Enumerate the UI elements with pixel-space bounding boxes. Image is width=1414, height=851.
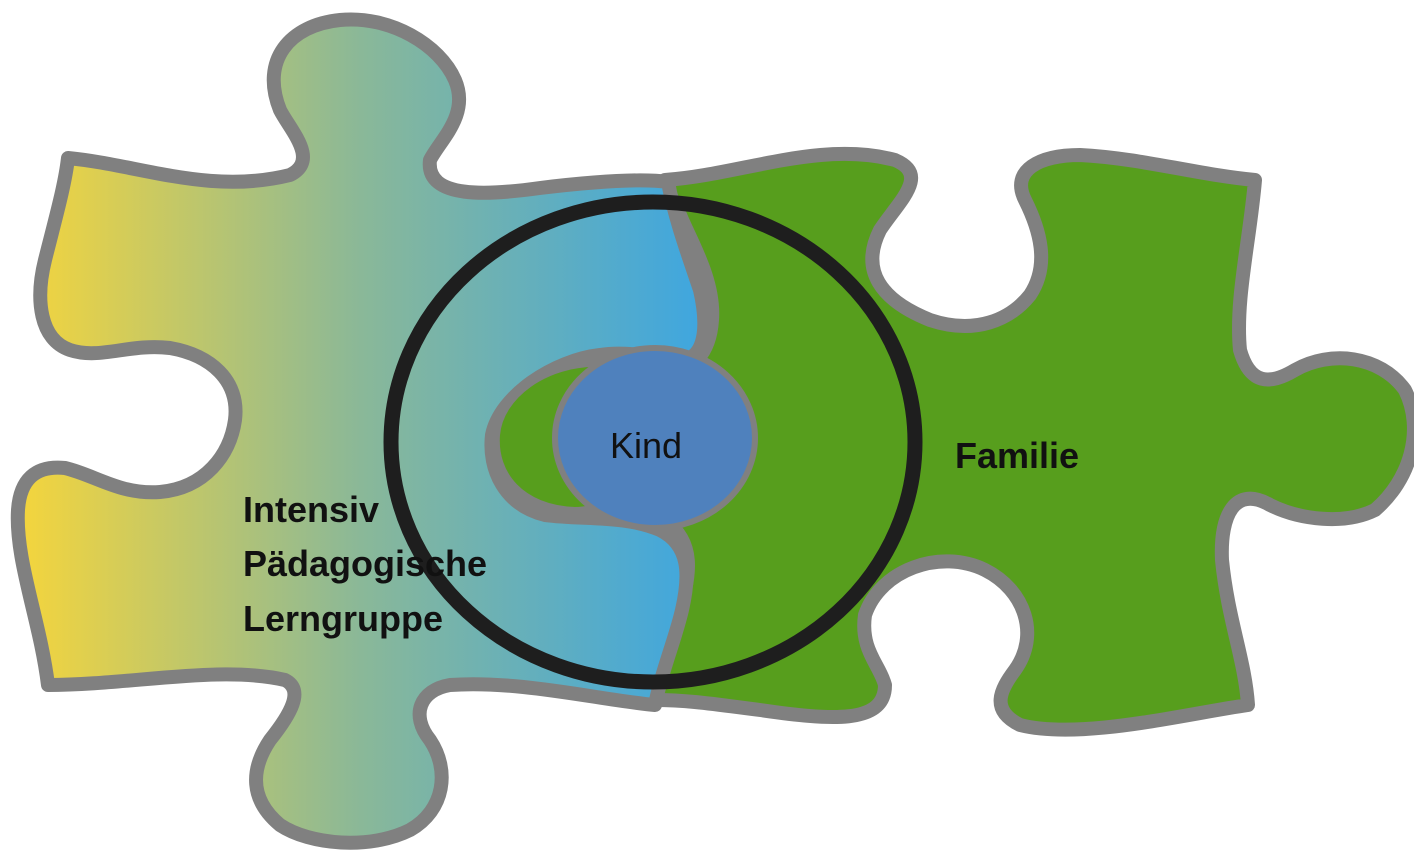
outer-ring [383, 194, 923, 690]
center-circle-kind [552, 345, 758, 531]
label-kind: Kind [610, 425, 683, 466]
label-paedagogische: Pädagogische [243, 543, 488, 584]
label-intensiv: Intensiv [243, 489, 380, 530]
label-familie: Familie [955, 435, 1080, 476]
label-lerngruppe: Lerngruppe [243, 598, 444, 639]
